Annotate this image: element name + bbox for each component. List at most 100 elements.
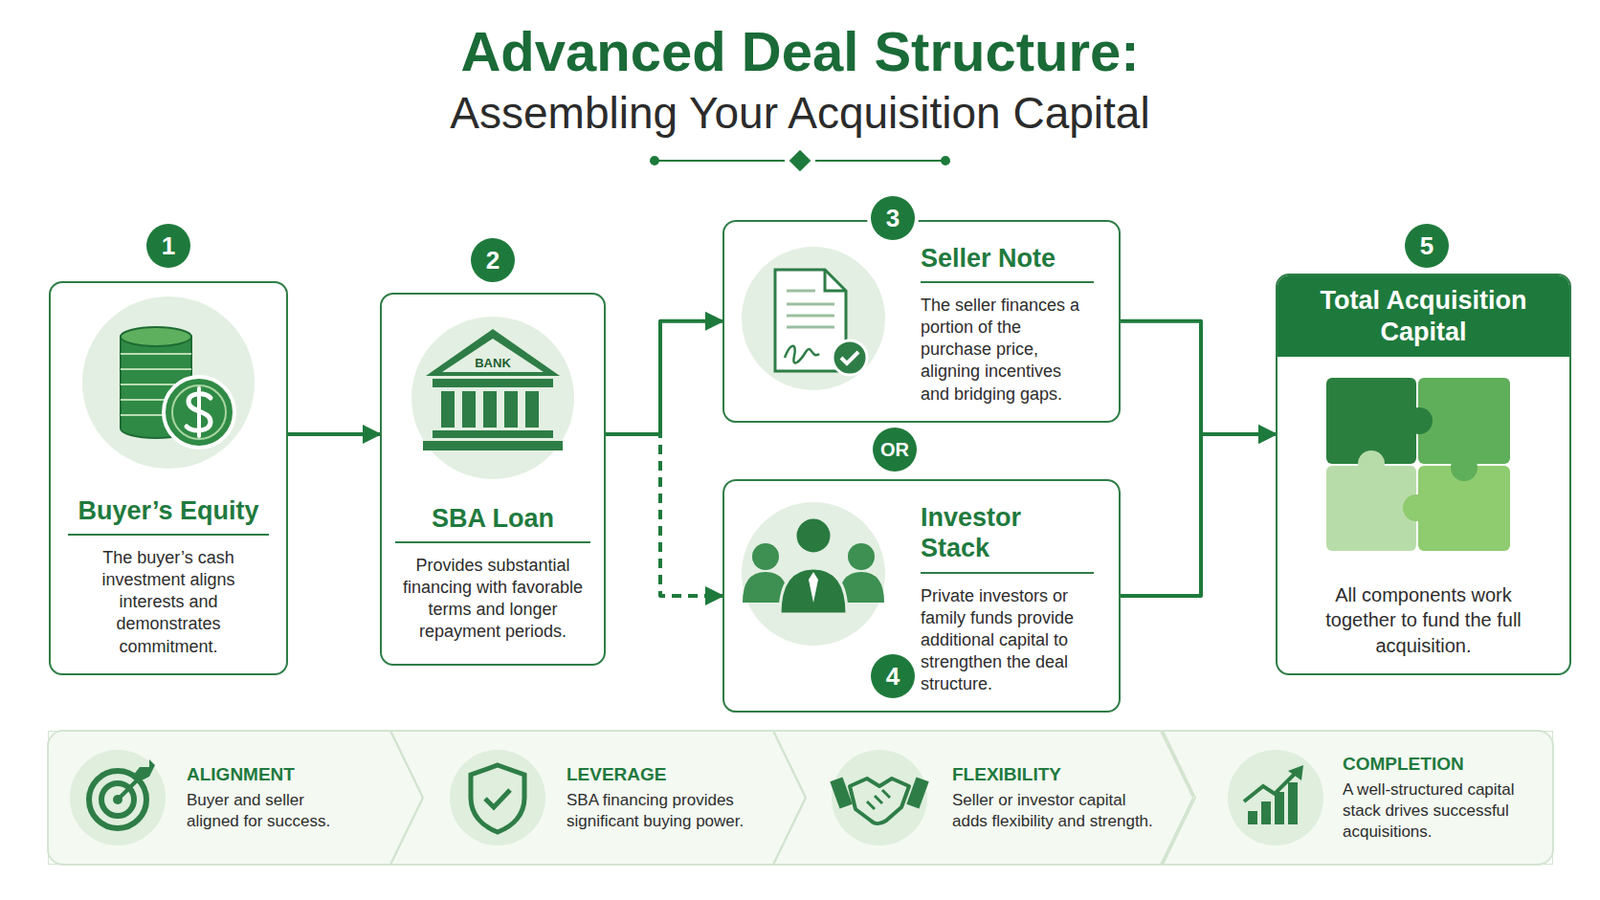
node-description: A well-structured capital stack drives s… (1342, 779, 1530, 844)
node-description: All components work together to fund the… (1277, 582, 1570, 674)
handshake-icon (829, 750, 929, 846)
icon-label: BANK (474, 355, 512, 371)
growth-chart-icon (1247, 782, 1298, 825)
chevron-shape (773, 731, 1194, 866)
growth-chart-icon (1288, 765, 1304, 781)
node-description: Private investors or family funds provid… (920, 585, 1094, 696)
investors-icon (741, 502, 886, 646)
puzzle-icon (1357, 450, 1385, 478)
puzzle-icon (1326, 377, 1511, 552)
document-icon (741, 246, 886, 391)
puzzle-icon (1326, 466, 1417, 552)
benefit-band (47, 731, 1554, 866)
target-icon (69, 750, 166, 846)
growth-chart-icon (1227, 750, 1324, 846)
bank-icon (442, 338, 544, 373)
handshake-icon (906, 777, 929, 810)
bank-icon (504, 391, 518, 428)
shield-icon (485, 790, 511, 808)
coins-icon (120, 353, 192, 356)
coins-icon (172, 385, 226, 440)
node-heading: ALIGNMENT (186, 763, 385, 787)
growth-chart-icon (1288, 782, 1298, 825)
benefit-chevron: LEVERAGESBA financing provides significa… (390, 731, 806, 866)
flow-arrow (1120, 321, 1276, 435)
document-icon (824, 269, 846, 291)
handshake-icon (849, 778, 910, 824)
coins-icon (82, 296, 255, 469)
benefit-chevron: ALIGNMENT Buyer and seller aligned for su… (47, 731, 423, 866)
puzzle-icon (1450, 454, 1478, 482)
bank-icon (422, 441, 563, 451)
title-divider (941, 156, 950, 165)
node-description: Provides substantial financing with favo… (395, 555, 591, 644)
or-circle: OR (872, 427, 917, 472)
node-description: Buyer and seller aligned for success. (186, 790, 355, 833)
growth-chart-icon (1274, 792, 1285, 825)
document-icon (786, 303, 835, 307)
flow-arrow (1120, 434, 1276, 597)
node-description: The seller finances a portion of the pur… (920, 294, 1094, 405)
node-heading: SBA Loan (395, 503, 591, 544)
puzzle-icon (1402, 494, 1430, 522)
subtitle: Assembling Your Acquisition Capital (449, 87, 1150, 139)
handshake-icon (829, 777, 852, 810)
growth-chart-icon (1244, 771, 1298, 802)
total-box: Total Acquisition CapitalAll components … (1275, 273, 1572, 676)
chevron-shape (390, 731, 806, 866)
node-description: Seller or investor capital adds flexibil… (952, 790, 1159, 833)
bank-icon (441, 391, 539, 428)
document-icon (786, 314, 835, 318)
callout-number: 1 (146, 223, 191, 268)
title: Advanced Deal Structure: (0, 21, 1600, 83)
document-icon (841, 352, 859, 364)
growth-chart-icon (1247, 811, 1258, 825)
title-divider (658, 159, 785, 162)
target-icon (132, 759, 156, 783)
shield-icon (470, 765, 525, 833)
investors-icon (741, 502, 886, 646)
target-icon (69, 750, 166, 846)
investors-icon (795, 517, 832, 555)
callout-number: 5 (1404, 223, 1449, 268)
document-icon (786, 290, 835, 328)
node-heading: Seller Note (920, 243, 1094, 284)
bank-icon (425, 329, 560, 377)
seller-note-box: Seller NoteThe seller finances a portion… (722, 220, 1121, 423)
chevron-shape (47, 731, 423, 866)
bank-icon (525, 391, 539, 428)
bank-icon (411, 316, 575, 480)
investors-icon (779, 568, 847, 615)
shield-icon (449, 750, 546, 846)
title-divider (650, 156, 659, 165)
document-icon (786, 289, 816, 293)
callout-number: 3 (870, 196, 915, 241)
flow-arrow (605, 321, 723, 435)
flow-arrow (288, 432, 380, 437)
benefit-chevron: COMPLETIONA well-structured capital stac… (1162, 731, 1554, 866)
bank-icon (411, 316, 575, 480)
coins-icon (120, 368, 192, 371)
benefit-chevron: FLEXIBILITY Seller or investor capital ad… (773, 731, 1194, 866)
loan-box: SBA LoanProvides substantial financing w… (379, 292, 606, 667)
title-divider (650, 151, 950, 171)
node-description: The buyer’s cash investment aligns inter… (67, 547, 269, 658)
coins-icon (82, 296, 255, 469)
node-heading: Total Acquisition Capital (1277, 275, 1570, 357)
node-heading: OR (880, 439, 910, 462)
growth-chart-icon (1227, 750, 1324, 846)
coins-icon (163, 377, 235, 448)
node-heading: Investor Stack (920, 502, 1094, 575)
document-icon (832, 340, 867, 376)
bank-icon (432, 430, 554, 439)
title-divider (790, 151, 810, 171)
bank-icon (432, 378, 554, 388)
investor-box: Investor StackPrivate investors or famil… (722, 479, 1121, 713)
callout-number: 2 (470, 238, 515, 283)
bank-icon (483, 391, 497, 428)
growth-chart-icon (1261, 801, 1271, 825)
document-icon (784, 346, 820, 364)
node-heading: FLEXIBILITY (952, 763, 1159, 787)
flow-arrow (605, 434, 723, 597)
coins-icon (197, 388, 201, 437)
